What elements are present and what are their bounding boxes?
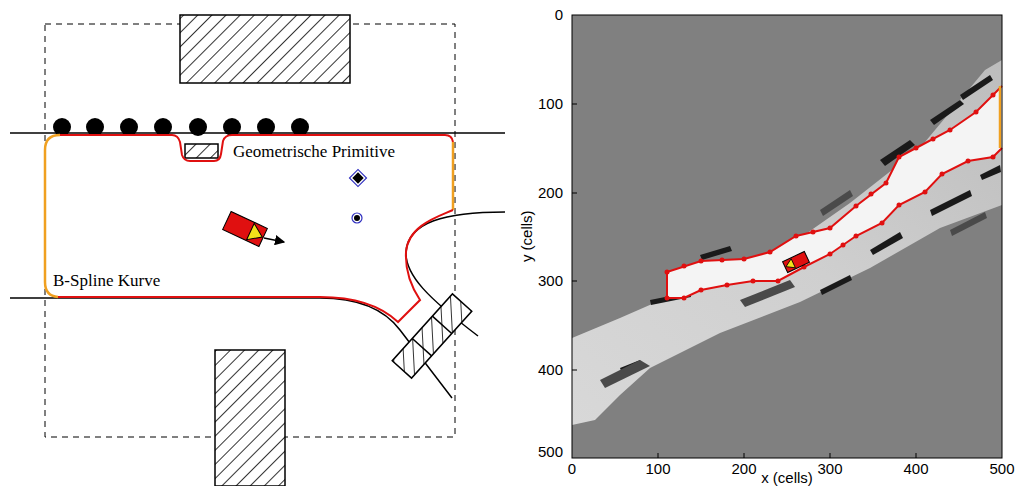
obstacle <box>350 170 367 187</box>
free-space-boundary <box>452 142 455 210</box>
axis-title: x (cells) <box>761 470 813 486</box>
axes-box <box>572 15 1002 458</box>
tick-label: 300 <box>817 461 842 478</box>
heading-arrow <box>264 238 284 242</box>
tick-label: 0 <box>555 7 563 24</box>
free-space-boundary <box>999 86 1002 148</box>
vehicle <box>223 211 268 246</box>
tick-label: 200 <box>731 461 756 478</box>
free-space <box>667 86 1002 298</box>
free-space-boundary <box>667 86 1002 298</box>
road-edge <box>10 132 505 134</box>
grid-map <box>572 15 1002 458</box>
tick-label: 300 <box>538 273 563 290</box>
tick-label: 400 <box>538 362 563 379</box>
primitive-obstacle <box>185 144 218 158</box>
uncertain-cells <box>600 190 987 388</box>
obstacle-label: Geometrische Primitive <box>233 143 395 162</box>
free-space-boundary <box>667 148 1002 298</box>
tick-label: 100 <box>538 96 563 113</box>
tick-label: 500 <box>538 444 563 461</box>
parking <box>392 294 472 378</box>
building <box>180 15 350 83</box>
building <box>215 350 285 486</box>
curve-label: B-Spline Kurve <box>53 272 160 291</box>
tick-label: 100 <box>645 461 670 478</box>
free-space-boundary <box>58 210 453 322</box>
axis-title: y (cells) <box>519 210 536 262</box>
vehicle <box>783 251 810 272</box>
obstacle <box>352 213 362 223</box>
tick-label: 500 <box>989 461 1014 478</box>
occupied-cells <box>620 75 1001 373</box>
axis-ticks <box>572 104 916 458</box>
tick-label: 200 <box>538 185 563 202</box>
control-points <box>665 93 996 301</box>
tick-label: 0 <box>568 461 576 478</box>
observed-area <box>572 60 1002 425</box>
tick-label: 400 <box>903 461 928 478</box>
obstacle <box>354 215 360 221</box>
free-space-boundary <box>60 135 453 161</box>
